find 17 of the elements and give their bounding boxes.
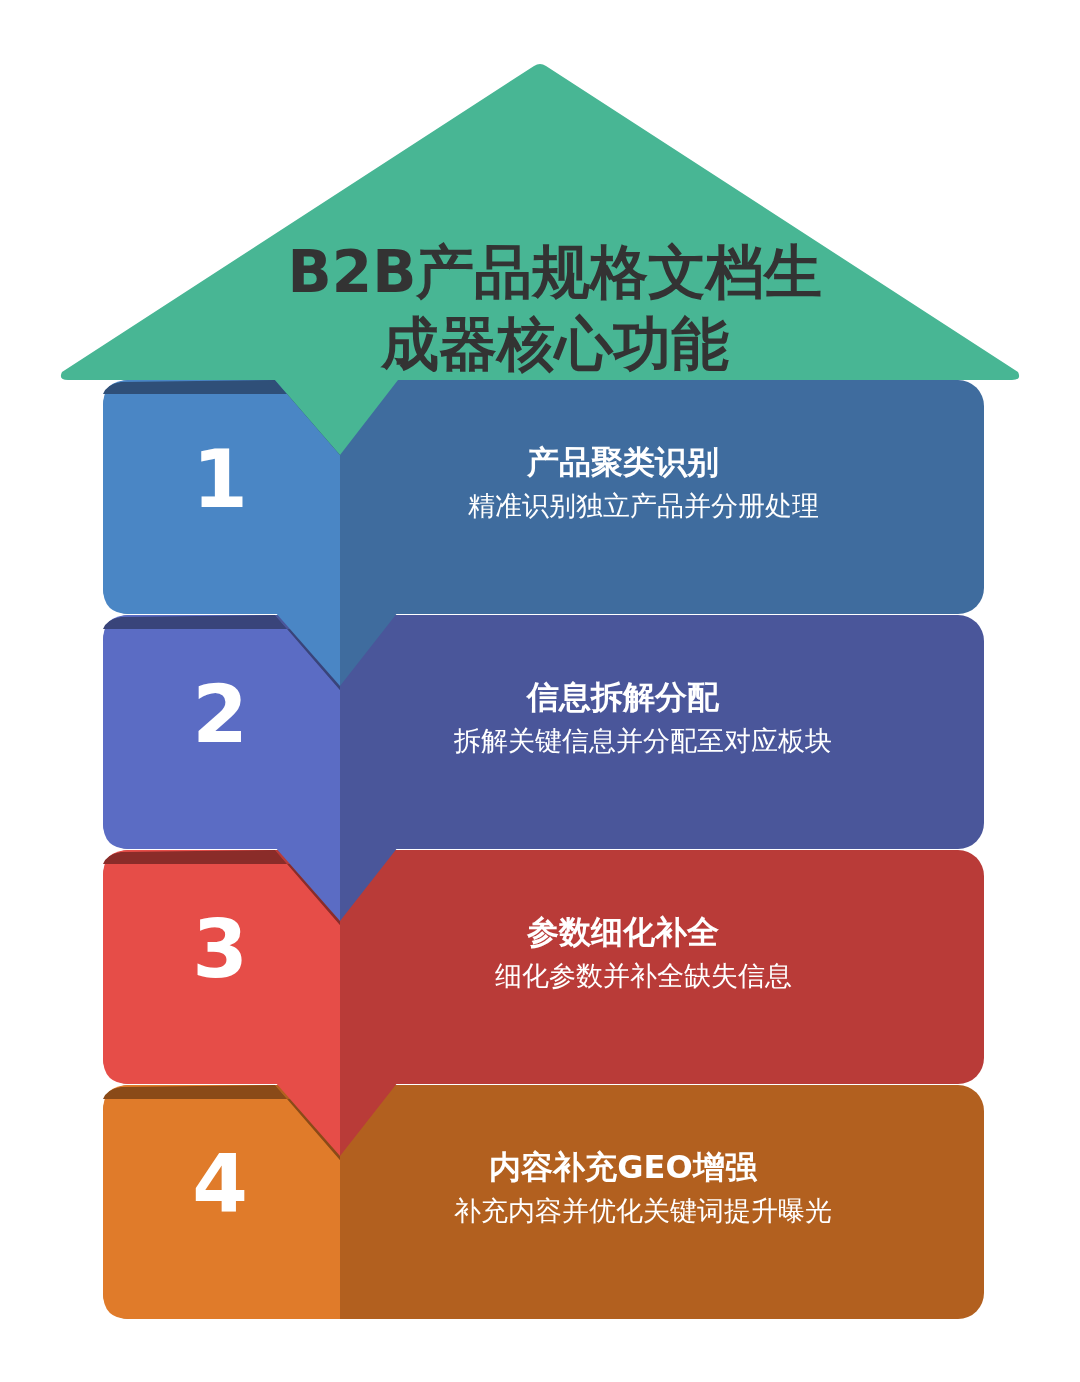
step-number: 3 xyxy=(191,902,249,998)
step-heading: 产品聚类识别 xyxy=(526,442,720,482)
step-description: 拆解关键信息并分配至对应板块 xyxy=(453,724,833,758)
step-band xyxy=(103,850,984,1084)
step-number: 4 xyxy=(191,1137,249,1233)
step-description: 补充内容并优化关键词提升曝光 xyxy=(453,1194,833,1228)
step-band xyxy=(103,380,984,614)
step-number: 2 xyxy=(191,667,249,763)
step-band xyxy=(103,1085,984,1319)
step-heading: 内容补充GEO增强 xyxy=(488,1147,758,1187)
step-heading: 信息拆解分配 xyxy=(525,677,720,717)
step-number: 1 xyxy=(191,432,249,528)
step-description: 细化参数并补全缺失信息 xyxy=(493,959,793,993)
step-band xyxy=(103,615,984,849)
step-heading: 参数细化补全 xyxy=(526,912,720,952)
step-description: 精准识别独立产品并分册处理 xyxy=(466,489,820,523)
title: B2B产品规格文档生成器核心功能 xyxy=(286,237,824,380)
